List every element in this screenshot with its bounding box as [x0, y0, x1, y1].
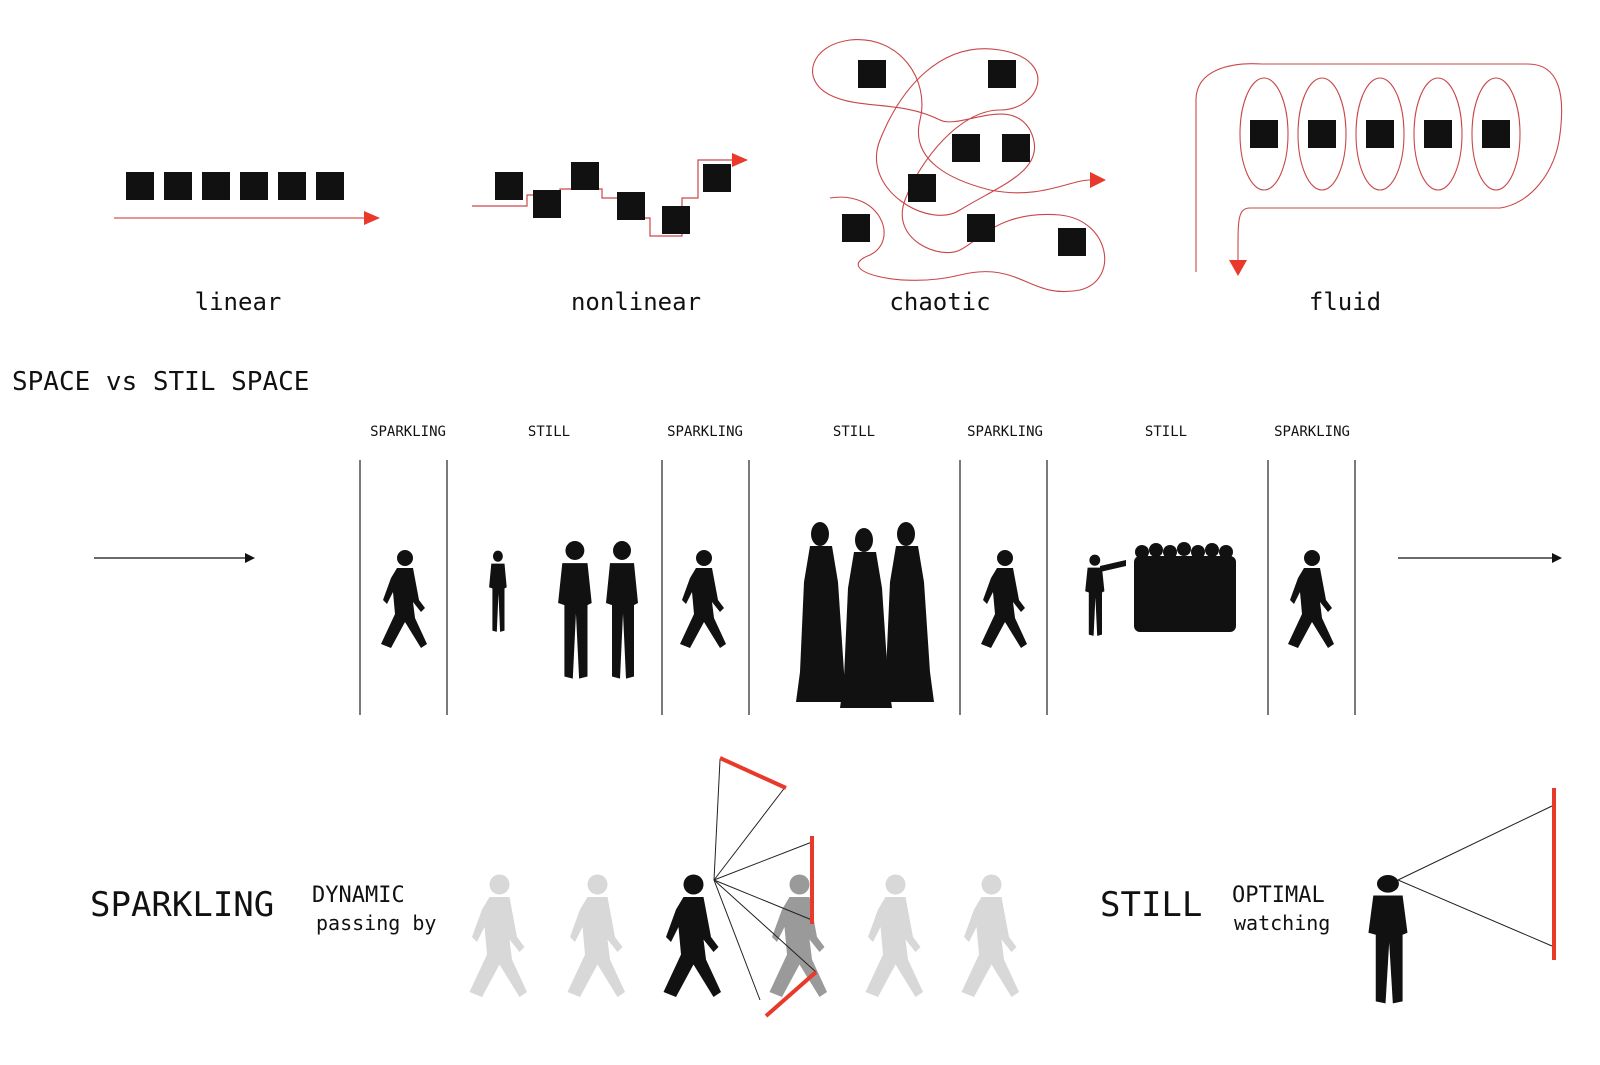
block — [662, 206, 690, 234]
pattern-nonlinear: nonlinear — [472, 153, 748, 316]
zone-label: STILL — [833, 424, 875, 440]
standing-person-icon — [606, 541, 638, 679]
walking-person-icon — [381, 550, 427, 648]
pointing-arm — [1100, 560, 1126, 572]
arrow-head-icon — [732, 153, 748, 167]
arrow-head-icon — [1090, 172, 1106, 188]
ghost-walker-icon — [865, 874, 923, 997]
block — [967, 214, 995, 242]
ghost-walker-icon — [769, 874, 827, 997]
pattern-label-chaotic: chaotic — [889, 288, 990, 316]
ghost-walker-icon — [469, 874, 527, 997]
cloaked-figure-icon — [796, 522, 848, 702]
flow-line — [812, 39, 1106, 293]
pattern-fluid: fluid — [1195, 63, 1563, 316]
view-target — [764, 970, 818, 1018]
block — [703, 164, 731, 192]
block — [1482, 120, 1510, 148]
pattern-label-fluid: fluid — [1309, 288, 1381, 316]
loop — [1355, 77, 1405, 191]
zone-label: STILL — [528, 424, 570, 440]
standing-person-icon — [489, 550, 507, 632]
block — [1366, 120, 1394, 148]
still-title: STILL — [1100, 885, 1202, 925]
watching-person-icon — [1368, 874, 1408, 1004]
block — [617, 192, 645, 220]
block — [164, 172, 192, 200]
sparkling-title: SPARKLING — [90, 885, 274, 925]
optimal-label: OPTIMAL — [1232, 883, 1325, 908]
pattern-label-linear: linear — [195, 288, 282, 316]
arrow-head-icon — [1229, 260, 1247, 276]
block — [202, 172, 230, 200]
block — [1424, 120, 1452, 148]
block — [988, 60, 1016, 88]
active-walker-icon — [663, 874, 721, 997]
block — [858, 60, 886, 88]
sight-lines — [713, 759, 817, 1001]
arrow-head-icon — [245, 553, 255, 563]
block — [1058, 228, 1086, 256]
zone-label: SPARKLING — [370, 424, 446, 440]
pattern-chaotic: chaotic — [812, 39, 1106, 316]
crowd-icon — [1134, 542, 1236, 632]
block — [1308, 120, 1336, 148]
block — [571, 162, 599, 190]
section-title: SPACE vs STIL SPACE — [12, 367, 309, 397]
block — [952, 134, 980, 162]
walking-person-icon — [680, 550, 726, 648]
block — [1002, 134, 1030, 162]
ghost-walker-icon — [961, 874, 1019, 997]
zone-strip: SPARKLING STILL SPARKLING STILL SPARKLIN… — [94, 424, 1562, 715]
block — [908, 174, 936, 202]
bottom-still: STILL OPTIMAL watching — [1100, 788, 1556, 1004]
arrow-head-icon — [1552, 553, 1562, 563]
loop — [1297, 77, 1347, 191]
block — [240, 172, 268, 200]
cloaked-figure-icon — [840, 528, 892, 708]
passing-by-label: passing by — [316, 911, 436, 935]
block — [495, 172, 523, 200]
zone-label: SPARKLING — [1274, 424, 1350, 440]
zone-label: STILL — [1145, 424, 1187, 440]
bottom-sparkling: SPARKLING DYNAMIC passing by — [90, 756, 1019, 1018]
loop — [1413, 77, 1463, 191]
pattern-linear: linear — [114, 172, 380, 316]
dynamic-label: DYNAMIC — [312, 883, 405, 908]
block — [533, 190, 561, 218]
walking-person-icon — [981, 550, 1027, 648]
zone-label: SPARKLING — [667, 424, 743, 440]
block — [278, 172, 306, 200]
zone-label: SPARKLING — [967, 424, 1043, 440]
view-target — [719, 756, 787, 790]
loop — [1239, 77, 1289, 191]
arrow-head-icon — [364, 211, 380, 225]
pattern-label-nonlinear: nonlinear — [571, 288, 701, 316]
walking-person-icon — [1288, 550, 1334, 648]
ghost-walker-icon — [567, 874, 625, 997]
block — [842, 214, 870, 242]
view-cone — [1397, 805, 1553, 947]
loop — [1471, 77, 1521, 191]
watching-label: watching — [1234, 911, 1330, 935]
flow-line — [1195, 63, 1563, 272]
block — [126, 172, 154, 200]
block — [1250, 120, 1278, 148]
block — [316, 172, 344, 200]
standing-person-icon — [558, 541, 592, 679]
cloaked-figure-icon — [882, 522, 934, 702]
